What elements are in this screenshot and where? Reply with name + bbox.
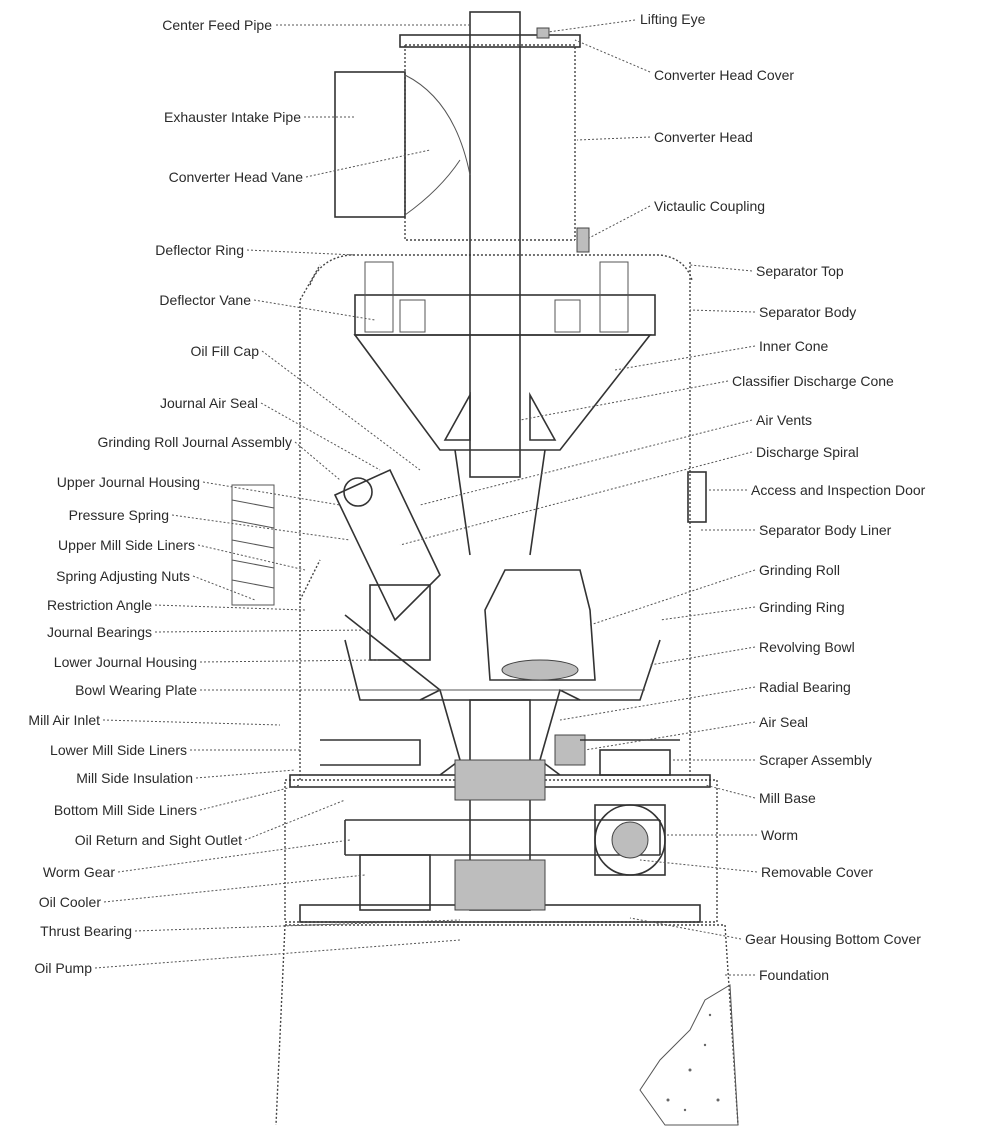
label-deflector-ring: Deflector Ring (155, 242, 244, 258)
label-journal-bearings: Journal Bearings (47, 624, 152, 640)
converter-head-cover (399, 34, 581, 48)
classifier-discharge-cone-left (443, 391, 471, 441)
label-bottom-mill-side-liners: Bottom Mill Side Liners (54, 802, 197, 818)
lifting-eye (536, 27, 550, 39)
label-oil-return-sight-outlet: Oil Return and Sight Outlet (75, 832, 242, 848)
label-grinding-roll: Grinding Roll (759, 562, 840, 578)
separator-body-left-wall (299, 264, 321, 600)
bowl-pedestal (419, 688, 581, 776)
removable-cover-plate (594, 804, 666, 876)
thrust-bearing-housing (454, 859, 546, 911)
label-radial-bearing: Radial Bearing (759, 679, 851, 695)
label-upper-mill-side-liners: Upper Mill Side Liners (58, 537, 195, 553)
inner-cone (353, 334, 652, 451)
exhauster-intake-pipe (334, 71, 406, 218)
scraper-assembly (599, 749, 671, 776)
foundation-outline (275, 924, 739, 1126)
mill-body-left-wall (299, 559, 321, 780)
worm-inner (611, 821, 649, 859)
label-worm: Worm (761, 827, 798, 843)
revolving-bowl (344, 639, 661, 701)
labels-left: Center Feed Pipe Exhauster Intake Pipe C… (28, 17, 303, 976)
label-discharge-spiral: Discharge Spiral (756, 444, 859, 460)
label-grinding-roll-journal-assembly: Grinding Roll Journal Assembly (97, 434, 292, 450)
label-exhauster-intake-pipe: Exhauster Intake Pipe (164, 109, 301, 125)
label-oil-cooler: Oil Cooler (39, 894, 102, 910)
radial-bearing-housing (454, 759, 546, 801)
converter-head-vane (404, 74, 471, 216)
label-converter-head-cover: Converter Head Cover (654, 67, 794, 83)
air-seal (554, 734, 586, 766)
label-lifting-eye: Lifting Eye (640, 11, 706, 27)
grinding-roll-hub (501, 659, 579, 681)
label-mill-side-insulation: Mill Side Insulation (76, 770, 193, 786)
label-worm-gear: Worm Gear (43, 864, 115, 880)
label-lower-mill-side-liners: Lower Mill Side Liners (50, 742, 187, 758)
label-air-vents: Air Vents (756, 412, 812, 428)
victaulic-coupling (576, 227, 590, 253)
lower-body-flanges (320, 739, 680, 766)
label-separator-body-liner: Separator Body Liner (759, 522, 892, 538)
label-upper-journal-housing: Upper Journal Housing (57, 474, 200, 490)
separator-top (309, 254, 693, 286)
label-foundation: Foundation (759, 967, 829, 983)
label-converter-head-vane: Converter Head Vane (169, 169, 304, 185)
classifier-discharge-cone-right (529, 391, 557, 441)
label-removable-cover: Removable Cover (761, 864, 873, 880)
label-deflector-vane: Deflector Vane (159, 292, 251, 308)
label-inner-cone: Inner Cone (759, 338, 828, 354)
label-thrust-bearing: Thrust Bearing (40, 923, 132, 939)
leader-lines (94, 19, 758, 976)
label-spring-adjusting-nuts: Spring Adjusting Nuts (56, 568, 190, 584)
grinding-roll-journal-assembly (333, 468, 441, 691)
label-mill-air-inlet: Mill Air Inlet (28, 712, 100, 728)
mill-drawing (231, 11, 739, 1126)
label-scraper-assembly: Scraper Assembly (759, 752, 872, 768)
converter-head (404, 44, 576, 241)
label-revolving-bowl: Revolving Bowl (759, 639, 855, 655)
worm-gear-shaft (344, 819, 661, 856)
label-pressure-spring: Pressure Spring (69, 507, 169, 523)
label-oil-fill-cap: Oil Fill Cap (191, 343, 260, 359)
label-grinding-ring: Grinding Ring (759, 599, 845, 615)
label-center-feed-pipe: Center Feed Pipe (162, 17, 272, 33)
oil-cooler-body (359, 854, 431, 911)
deflector-vanes (364, 261, 629, 333)
center-feed-pipe (469, 11, 521, 478)
foundation-aggregate (666, 1013, 720, 1112)
label-separator-top: Separator Top (756, 263, 844, 279)
label-oil-pump: Oil Pump (34, 960, 92, 976)
label-access-inspection-door: Access and Inspection Door (751, 482, 926, 498)
label-journal-air-seal: Journal Air Seal (160, 395, 258, 411)
label-classifier-discharge-cone: Classifier Discharge Cone (732, 373, 894, 389)
inner-cone-tail (454, 449, 546, 556)
access-inspection-door (687, 471, 707, 523)
grinding-roll (484, 569, 596, 681)
label-lower-journal-housing: Lower Journal Housing (54, 654, 197, 670)
label-separator-body: Separator Body (759, 304, 856, 320)
label-converter-head: Converter Head (654, 129, 753, 145)
label-bowl-wearing-plate: Bowl Wearing Plate (75, 682, 197, 698)
labels-right: Lifting Eye Converter Head Cover Convert… (640, 11, 926, 983)
pressure-spring (231, 484, 275, 606)
label-gear-housing-bottom-cover: Gear Housing Bottom Cover (745, 931, 921, 947)
label-air-seal: Air Seal (759, 714, 808, 730)
label-restriction-angle: Restriction Angle (47, 597, 152, 613)
deflector-ring (354, 294, 656, 336)
label-mill-base: Mill Base (759, 790, 816, 806)
label-victaulic-coupling: Victaulic Coupling (654, 198, 765, 214)
foundation-concrete (639, 984, 739, 1126)
